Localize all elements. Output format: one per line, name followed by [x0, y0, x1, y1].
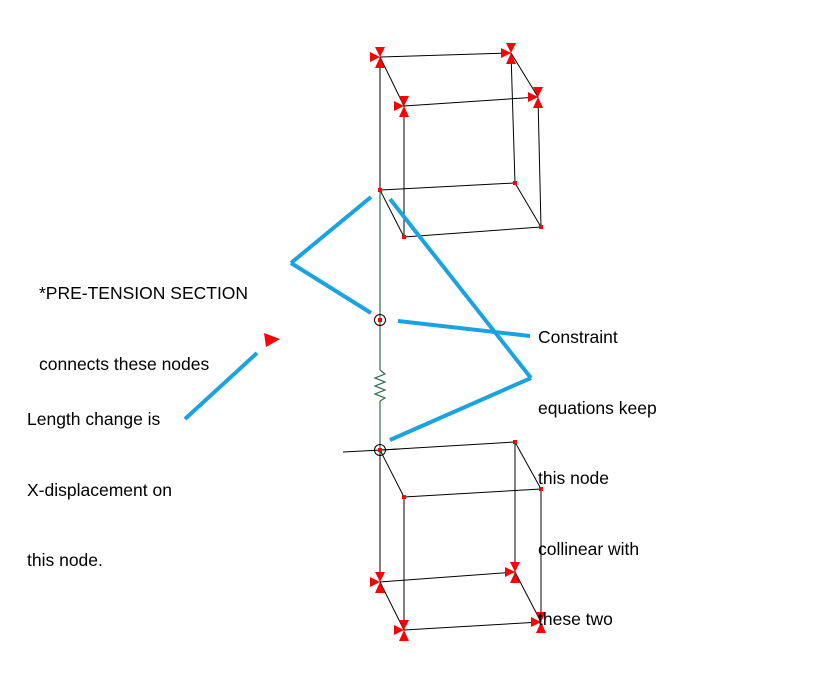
boundary-marker-icon	[394, 620, 409, 641]
constraint-leader-upper	[388, 197, 533, 380]
pretension-label-line: *PRE-TENSION SECTION	[39, 283, 249, 303]
node	[378, 188, 382, 192]
top-cube-edge	[379, 52, 512, 58]
axis-tick-line	[342, 448, 401, 453]
pretension-label-line: connects these nodes	[39, 353, 210, 374]
bottom-cube-edge	[403, 488, 542, 498]
top-cube-edge	[510, 52, 539, 98]
pretension-node	[374, 314, 386, 326]
top-cube-edge	[537, 96, 542, 228]
bottom-cube-edge	[514, 441, 542, 490]
boundary-marker-icon	[528, 87, 543, 108]
bottom-cube-edge	[379, 441, 516, 451]
bottom-cube-edge	[514, 571, 542, 623]
node	[513, 440, 517, 444]
constraint-leader-lower	[389, 376, 532, 442]
node	[539, 487, 543, 491]
node	[402, 235, 406, 239]
bottom-cube	[379, 441, 542, 631]
bottom-cube-edge	[379, 449, 405, 498]
node-circle-icon	[374, 314, 386, 456]
node-markers	[378, 181, 543, 499]
constraint-label-line: these two	[538, 609, 613, 629]
boundary-marker-icon	[505, 562, 520, 583]
top-cube-edge	[379, 182, 516, 191]
lower-connection-node	[374, 444, 386, 456]
lower-node-dot	[378, 448, 382, 452]
length-change-label-line: this node.	[27, 550, 103, 570]
pretension-section-label: *PRE-TENSION SECTION connects these node…	[39, 235, 248, 423]
node	[402, 495, 406, 499]
node	[513, 181, 517, 185]
boundary-marker-icon	[501, 43, 516, 64]
constraint-label-line: this node	[538, 468, 610, 488]
constraint-label-line: equations keep	[538, 397, 657, 418]
spring-element-icon	[373, 369, 387, 402]
bottom-cube-edge	[379, 571, 516, 583]
constraint-label-line: collinear with	[538, 538, 640, 559]
length-change-label-line: Length change is	[27, 409, 161, 429]
length-change-label: Length change is X-displacement on this …	[27, 361, 172, 620]
top-cube-edge	[379, 189, 405, 238]
top-cube-edge	[510, 52, 516, 184]
bottom-cube-edge	[403, 621, 542, 631]
pretension-leader-lower	[289, 261, 373, 315]
reference-arrow-icon	[264, 333, 280, 347]
length-change-label-line: X-displacement on	[27, 479, 172, 500]
boundary-marker-icon	[394, 96, 409, 117]
constraint-label-line: Constraint	[538, 327, 618, 347]
top-cube-edge	[514, 182, 542, 228]
top-cube-edge	[403, 226, 542, 238]
boundary-marker-icon	[370, 572, 385, 593]
leader-lines	[183, 195, 533, 442]
boundary-marker-icon	[370, 47, 385, 68]
top-cube	[379, 52, 542, 238]
constraint-equations-label: Constraint equations keep this node coll…	[538, 279, 657, 679]
pretension-node-dot	[378, 318, 382, 322]
node	[539, 225, 543, 229]
connector-element	[373, 190, 387, 450]
boundary-markers	[370, 43, 546, 641]
pretension-leader-upper	[289, 195, 373, 265]
constraint-leader-middle	[397, 319, 531, 338]
top-cube-edge	[403, 96, 539, 107]
length-change-leader	[183, 351, 259, 421]
